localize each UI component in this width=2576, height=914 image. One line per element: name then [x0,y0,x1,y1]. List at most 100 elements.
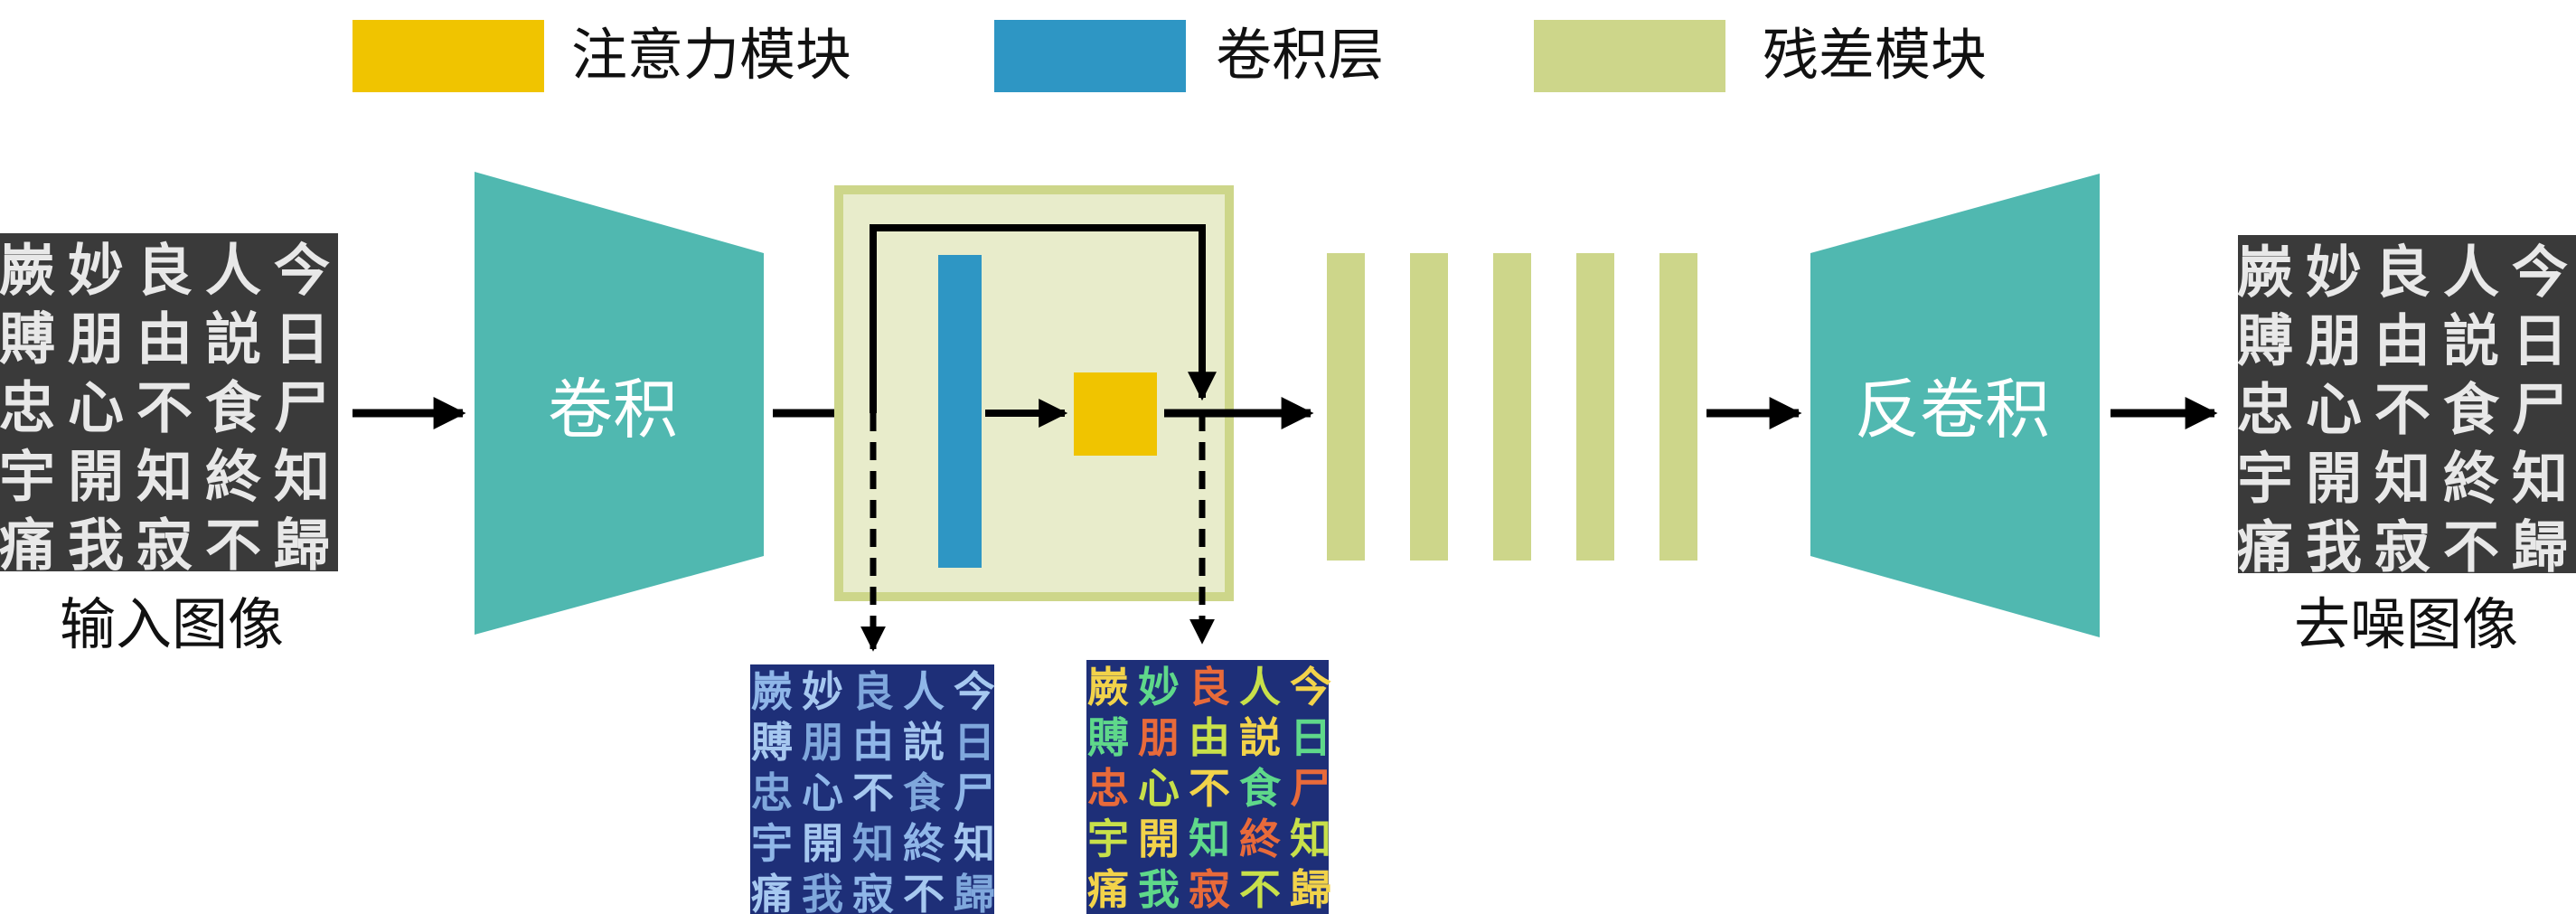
image-glyph: 宇 [1087,815,1129,863]
image-glyph: 宇 [751,819,793,868]
output-image-glyphs: 嶡妙良人今賻朋由説日忠心不食尸宇開知終知痛我寂不歸 [2237,239,2568,579]
image-glyph: 食 [1239,764,1282,813]
legend-swatch-residual [1534,20,1725,92]
image-glyph: 不 [1239,865,1281,914]
image-glyph: 日 [274,306,330,372]
input-image-glyphs: 嶡妙良人今賻朋由説日忠心不食尸宇開知終知痛我寂不歸 [0,237,330,578]
image-glyph: 知 [1290,815,1331,863]
image-glyph: 我 [2306,514,2362,579]
image-glyph: 寂 [2374,514,2430,579]
decoder-block: 反卷积 [1810,174,2100,637]
image-glyph: 賻 [2237,307,2293,373]
image-glyph: 尸 [2512,376,2568,442]
image-glyph: 歸 [954,870,995,914]
image-glyph: 食 [205,374,262,440]
image-glyph: 説 [903,718,945,767]
legend-swatch-conv-layer [994,20,1186,92]
image-glyph: 知 [2374,445,2430,511]
encoder-block: 卷积 [475,172,764,635]
image-glyph: 妙 [802,667,843,716]
image-glyph: 宇 [2237,445,2293,511]
image-glyph: 忠 [751,768,793,817]
image-glyph: 尸 [1290,764,1331,813]
image-glyph: 痛 [1087,865,1129,914]
image-glyph: 不 [2443,514,2499,579]
image-glyph: 日 [2512,307,2568,373]
image-glyph: 開 [802,819,843,868]
residual-blocks [1327,253,1697,561]
image-glyph: 朋 [68,306,124,372]
image-glyph: 不 [1189,764,1230,813]
image-glyph: 知 [2512,445,2568,511]
attention-module-block [1074,372,1157,456]
image-glyph: 歸 [2512,514,2568,579]
image-glyph: 我 [1138,865,1180,914]
image-glyph: 嶡 [751,667,793,716]
image-glyph: 我 [68,512,124,578]
image-glyph: 開 [1138,815,1180,863]
image-glyph: 今 [2512,239,2568,305]
image-glyph: 不 [2374,376,2430,442]
image-glyph: 知 [136,443,193,509]
image-glyph: 開 [68,443,124,509]
image-glyph: 食 [2443,376,2500,442]
image-glyph: 終 [1239,815,1281,863]
image-glyph: 痛 [0,512,55,578]
image-glyph: 宇 [0,443,55,509]
image-glyph: 心 [2306,376,2362,442]
image-glyph: 終 [2443,445,2499,511]
image-glyph: 歸 [274,512,330,578]
attention-feature-map: 嶡妙良人今賻朋由説日忠心不食尸宇開知終知痛我寂不歸 [1086,660,1331,914]
image-glyph: 人 [205,237,261,303]
image-glyph: 知 [274,443,330,509]
image-glyph: 尸 [274,374,330,440]
conv-feature-map: 嶡妙良人今賻朋由説日忠心不食尸宇開知終知痛我寂不歸 [750,664,995,914]
image-glyph: 痛 [2237,514,2293,579]
image-glyph: 今 [954,667,995,716]
conv-layer-block [938,255,982,568]
input-image-caption: 输入图像 [60,591,284,657]
image-glyph: 寂 [1189,865,1230,914]
image-glyph: 嶡 [1087,663,1129,711]
image-glyph: 食 [903,768,945,817]
image-glyph: 賻 [751,718,793,767]
image-glyph: 心 [68,374,124,440]
legend: 注意力模块 卷积层 残差模块 [353,20,1987,92]
output-image-caption: 去噪图像 [2294,591,2518,657]
image-glyph: 人 [2443,239,2499,305]
image-glyph: 説 [1239,713,1281,762]
image-glyph: 由 [2374,307,2430,373]
image-glyph: 良 [1189,663,1230,711]
image-glyph: 朋 [1138,713,1180,762]
skip-connection [870,224,1217,413]
image-glyph: 知 [954,819,995,868]
image-glyph: 知 [1189,815,1230,863]
image-glyph: 日 [954,718,995,767]
image-glyph: 説 [205,306,261,372]
residual-block [1493,253,1531,561]
image-glyph: 尸 [954,768,995,817]
image-glyph: 不 [903,870,945,914]
image-glyph: 忠 [1087,764,1129,813]
image-glyph: 終 [903,819,945,868]
residual-block [1410,253,1448,561]
attention-residual-unit [834,185,1234,652]
residual-block [1576,253,1614,561]
image-glyph: 不 [136,374,193,440]
image-glyph: 開 [2306,445,2362,511]
image-glyph: 今 [1290,663,1331,711]
image-glyph: 妙 [1138,663,1180,711]
image-glyph: 忠 [2237,376,2293,442]
image-glyph: 知 [852,819,894,868]
image-glyph: 嶡 [0,237,55,303]
image-glyph: 由 [136,306,193,372]
image-glyph: 由 [852,718,894,767]
image-glyph: 妙 [68,237,124,303]
conv-feature-map-glyphs: 嶡妙良人今賻朋由説日忠心不食尸宇開知終知痛我寂不歸 [751,667,995,914]
image-glyph: 良 [2374,239,2430,305]
image-glyph: 不 [852,768,894,817]
residual-block [1327,253,1365,561]
image-glyph: 朋 [802,718,843,767]
image-glyph: 良 [852,667,894,716]
